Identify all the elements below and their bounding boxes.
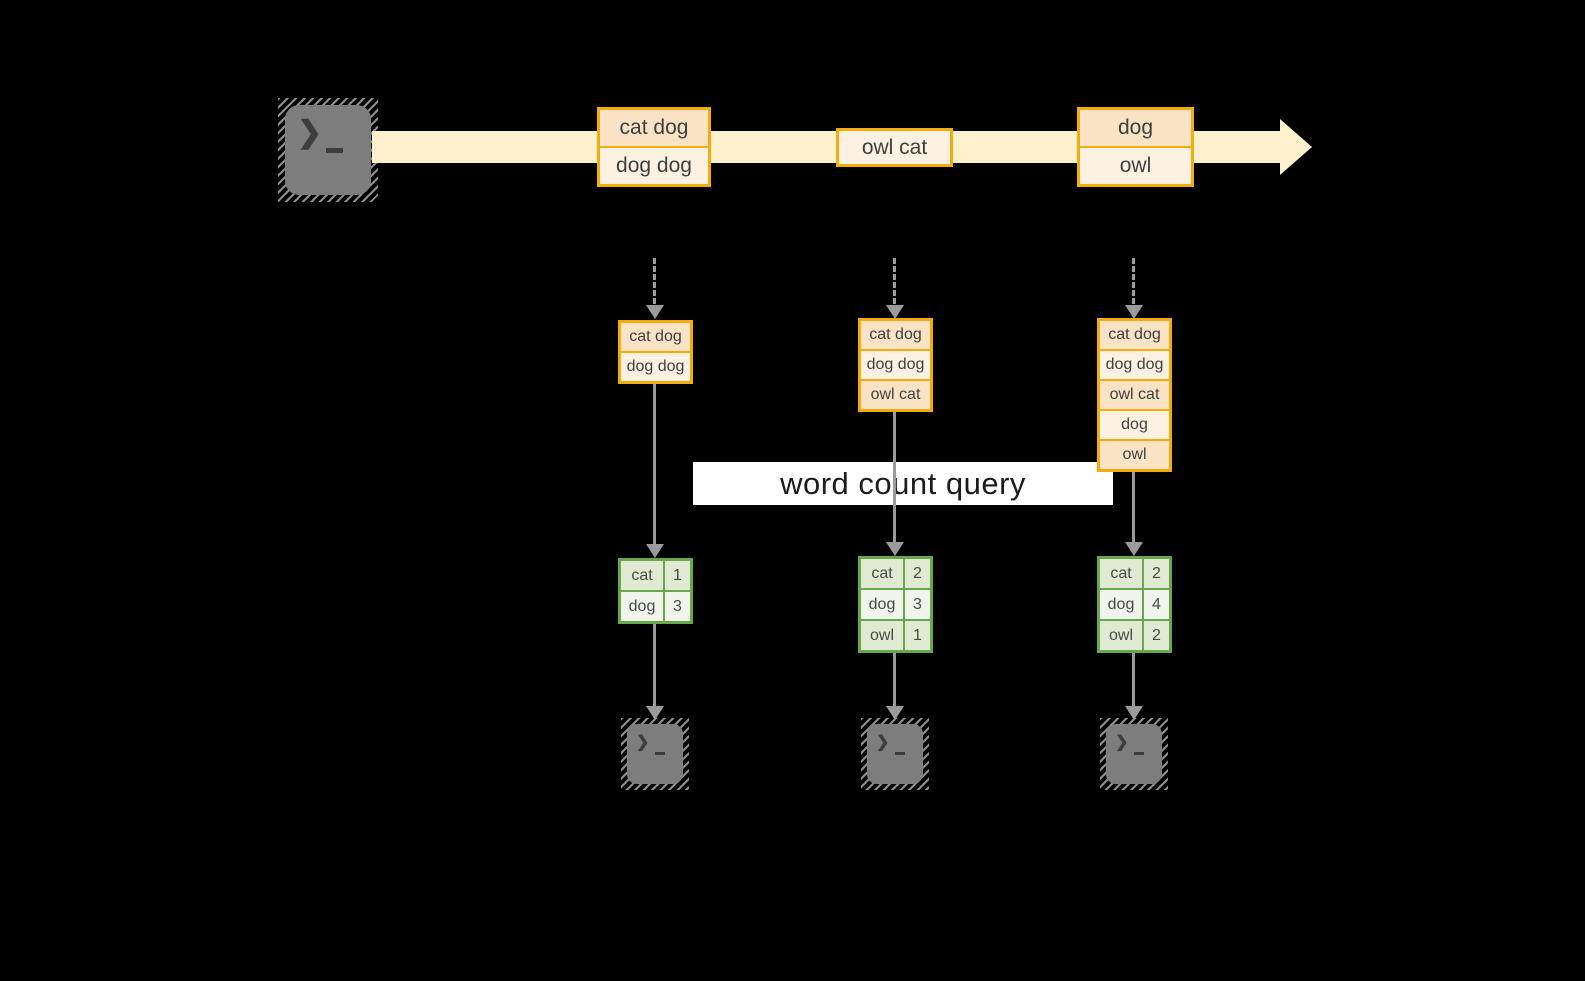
accumulated-box: cat dog dog dog owl cat dog owl [1097, 318, 1172, 472]
arrowhead-icon [1125, 542, 1143, 556]
accumulated-row: dog dog [861, 351, 930, 379]
count-table: cat 2 dog 3 owl 1 [858, 556, 933, 653]
word-cell: cat [621, 561, 663, 590]
accumulated-row: owl [1100, 441, 1169, 469]
arrow [653, 624, 656, 706]
accumulated-row: cat dog [861, 321, 930, 349]
stream-event-box: owl cat [836, 128, 953, 167]
accumulated-row: dog dog [621, 353, 690, 381]
source-terminal-icon: ❯ [278, 98, 378, 202]
dashed-arrowhead-icon [646, 305, 664, 319]
prompt-underscore-icon [1134, 751, 1144, 755]
query-banner-label: word count query [780, 465, 1026, 501]
prompt-chevron-icon: ❯ [635, 733, 650, 751]
count-table: cat 2 dog 4 owl 2 [1097, 556, 1172, 653]
accumulated-row: cat dog [621, 323, 690, 351]
sink-terminal-icon: ❯ [1100, 718, 1168, 790]
arrow [1132, 472, 1135, 542]
count-cell: 3 [905, 590, 930, 619]
word-cell: owl [1100, 621, 1142, 650]
event-line: cat dog [600, 110, 708, 146]
arrowhead-icon [886, 542, 904, 556]
count-cell: 2 [905, 559, 930, 588]
arrow [1132, 653, 1135, 706]
event-line: dog dog [600, 148, 708, 184]
dashed-arrowhead-icon [1125, 305, 1143, 319]
prompt-chevron-icon: ❯ [1114, 733, 1129, 751]
dashed-arrow [1132, 258, 1135, 304]
arrow [893, 412, 896, 542]
word-cell: dog [621, 592, 663, 621]
word-cell: cat [861, 559, 903, 588]
accumulated-row: owl cat [861, 381, 930, 409]
terminal-icon: ❯ [285, 105, 371, 195]
word-cell: cat [1100, 559, 1142, 588]
count-cell: 4 [1144, 590, 1169, 619]
event-line: dog [1080, 110, 1191, 146]
count-table: cat 1 dog 3 [618, 558, 693, 624]
stream-event-box: dog owl [1077, 107, 1194, 187]
prompt-underscore-icon [326, 148, 344, 154]
prompt-chevron-icon: ❯ [297, 115, 323, 149]
count-cell: 2 [1144, 621, 1169, 650]
dashed-arrow [893, 258, 896, 304]
accumulated-row: dog [1100, 411, 1169, 439]
arrowhead-icon [886, 706, 904, 720]
prompt-chevron-icon: ❯ [875, 733, 890, 751]
count-cell: 1 [905, 621, 930, 650]
query-banner: word count query [693, 462, 1113, 505]
accumulated-box: cat dog dog dog [618, 320, 693, 384]
accumulated-box: cat dog dog dog owl cat [858, 318, 933, 412]
sink-terminal-icon: ❯ [621, 718, 689, 790]
arrow [893, 653, 896, 706]
event-line: owl [1080, 148, 1191, 184]
sink-terminal-icon: ❯ [861, 718, 929, 790]
terminal-icon: ❯ [1106, 724, 1162, 784]
count-cell: 2 [1144, 559, 1169, 588]
count-cell: 3 [665, 592, 690, 621]
stream-arrowhead-icon [1280, 119, 1312, 175]
arrow [653, 384, 656, 544]
terminal-icon: ❯ [627, 724, 683, 784]
prompt-underscore-icon [895, 751, 905, 755]
accumulated-row: owl cat [1100, 381, 1169, 409]
event-line: owl cat [839, 131, 950, 164]
stream-event-box: cat dog dog dog [597, 107, 711, 187]
accumulated-row: dog dog [1100, 351, 1169, 379]
word-cell: owl [861, 621, 903, 650]
dashed-arrow [653, 258, 656, 304]
terminal-icon: ❯ [867, 724, 923, 784]
arrowhead-icon [646, 544, 664, 558]
dashed-arrowhead-icon [886, 305, 904, 319]
word-cell: dog [1100, 590, 1142, 619]
arrowhead-icon [646, 706, 664, 720]
arrowhead-icon [1125, 706, 1143, 720]
accumulated-row: cat dog [1100, 321, 1169, 349]
prompt-underscore-icon [655, 751, 665, 755]
word-cell: dog [861, 590, 903, 619]
count-cell: 1 [665, 561, 690, 590]
